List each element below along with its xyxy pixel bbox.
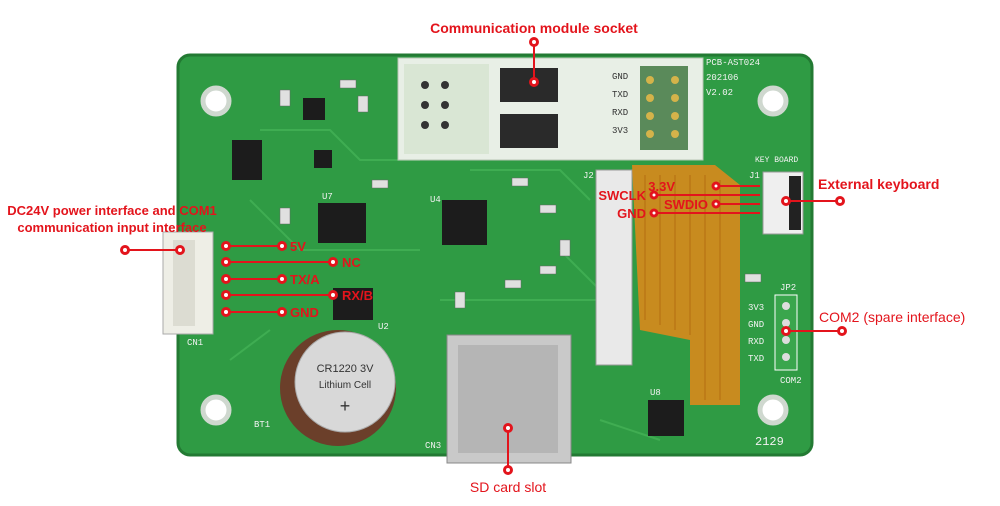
u4-label: U4 [430, 195, 441, 205]
jp2-label: JP2 [780, 283, 796, 293]
j1-label: J1 [749, 171, 760, 181]
u2-label: U2 [378, 322, 389, 332]
pin-gnd-label: GND [290, 305, 319, 320]
date-code: 2129 [755, 435, 784, 449]
annotation-keyboard: External keyboard [781, 176, 939, 206]
jp2-pins [782, 302, 790, 361]
u7-label: U7 [322, 192, 333, 202]
u8-label: U8 [650, 388, 661, 398]
module-pin-rxd: RXD [612, 108, 628, 118]
annotation-sd: SD card slot [470, 423, 546, 495]
cn3-label: CN3 [425, 441, 441, 451]
mounting-holes [200, 85, 789, 426]
swdio-label: SWDIO [664, 197, 708, 212]
jp2-pin-rxd: RXD [748, 337, 764, 347]
module-pin-txd: TXD [612, 90, 628, 100]
ic-chips [232, 98, 684, 436]
comm-module-label: Communication module socket [430, 20, 638, 36]
cn1-connector-body [173, 240, 195, 326]
module-pin-gnd: GND [612, 72, 628, 82]
j2-label: J2 [583, 171, 594, 181]
pin-5v-label: 5V [290, 239, 306, 254]
power-label-2: communication input interface [17, 220, 206, 235]
gnd2-label: GND [617, 206, 646, 221]
keyboard-label: External keyboard [818, 176, 939, 192]
annotation-comm-module: Communication module socket [430, 20, 638, 87]
annotation-power: DC24V power interface and COM1 communica… [7, 203, 217, 255]
smd-components [279, 79, 762, 309]
v33-label: 3.3V [648, 179, 675, 194]
power-label-1: DC24V power interface and COM1 [7, 203, 217, 218]
com2-silk: COM2 [780, 376, 802, 386]
flex-cable-traces [644, 175, 721, 400]
com2-label: COM2 (spare interface) [819, 309, 965, 325]
annotation-com2: COM2 (spare interface) [781, 309, 965, 336]
pcb-traces [229, 129, 661, 441]
board-version: V2.02 [706, 88, 733, 98]
display-flex-cable [632, 165, 740, 405]
jp2-pin-txd: TXD [748, 354, 764, 364]
pin-tx-label: TX/A [290, 272, 320, 287]
communication-module: GND TXD RXD 3V3 [397, 57, 704, 161]
battery-cell: Lithium Cell [319, 380, 371, 391]
cn1-label: CN1 [187, 338, 203, 348]
bt1-label: BT1 [254, 420, 270, 430]
plus-icon: + [340, 396, 351, 416]
keyboard-connector-latch [789, 176, 801, 230]
pin-nc-label: NC [342, 255, 361, 270]
fpc-connector [595, 169, 633, 366]
key-board-label: KEY BOARD [755, 156, 798, 165]
board-id: PCB-AST024 [706, 58, 760, 68]
board-date: 202106 [706, 73, 738, 83]
battery-type: CR1220 3V [317, 363, 375, 375]
module-pin-3v3: 3V3 [612, 126, 628, 136]
jp2-pin-3v3: 3V3 [748, 303, 764, 313]
annotation-cn1-pins: 5V NC TX/A RX/B GND [221, 239, 373, 320]
jp2-pin-gnd: GND [748, 320, 764, 330]
swclk-label: SWCLK [598, 188, 646, 203]
sd-label: SD card slot [470, 479, 546, 495]
annotation-swd-pins: 3.3V SWCLK SWDIO GND [598, 179, 760, 221]
coin-battery: CR1220 3V Lithium Cell + [280, 330, 396, 446]
pin-rx-label: RX/B [342, 288, 373, 303]
